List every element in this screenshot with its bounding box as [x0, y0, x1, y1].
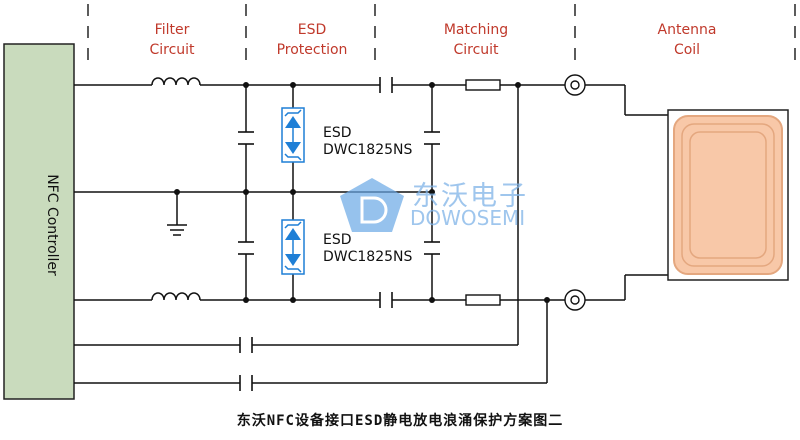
figure-caption: 东沃NFC设备接口ESD静电放电浪涌保护方案图二 [236, 413, 564, 429]
connector-bottom [564, 289, 586, 311]
connector-top [564, 74, 586, 96]
ground-icon [167, 224, 187, 236]
esd-diode-package-1 [281, 107, 305, 163]
inductor-bottom [151, 292, 201, 301]
resistor-bottom [465, 294, 501, 306]
series-capacitors [239, 77, 393, 391]
shunt-capacitors [238, 131, 440, 255]
junction-dots [174, 82, 550, 303]
watermark-en: DOWOSEMI [410, 206, 526, 230]
resistor-top [465, 79, 501, 91]
dowosemi-logo-icon [340, 178, 404, 232]
antenna-coil-icon [667, 109, 789, 281]
nfc-controller-block [3, 43, 75, 400]
nfc-controller-label: NFC Controller [44, 174, 60, 276]
inductor-top [151, 77, 201, 86]
watermark-cn: 东沃电子 [412, 181, 528, 212]
esd-diode-package-2 [281, 219, 305, 275]
section-dividers [87, 4, 796, 70]
